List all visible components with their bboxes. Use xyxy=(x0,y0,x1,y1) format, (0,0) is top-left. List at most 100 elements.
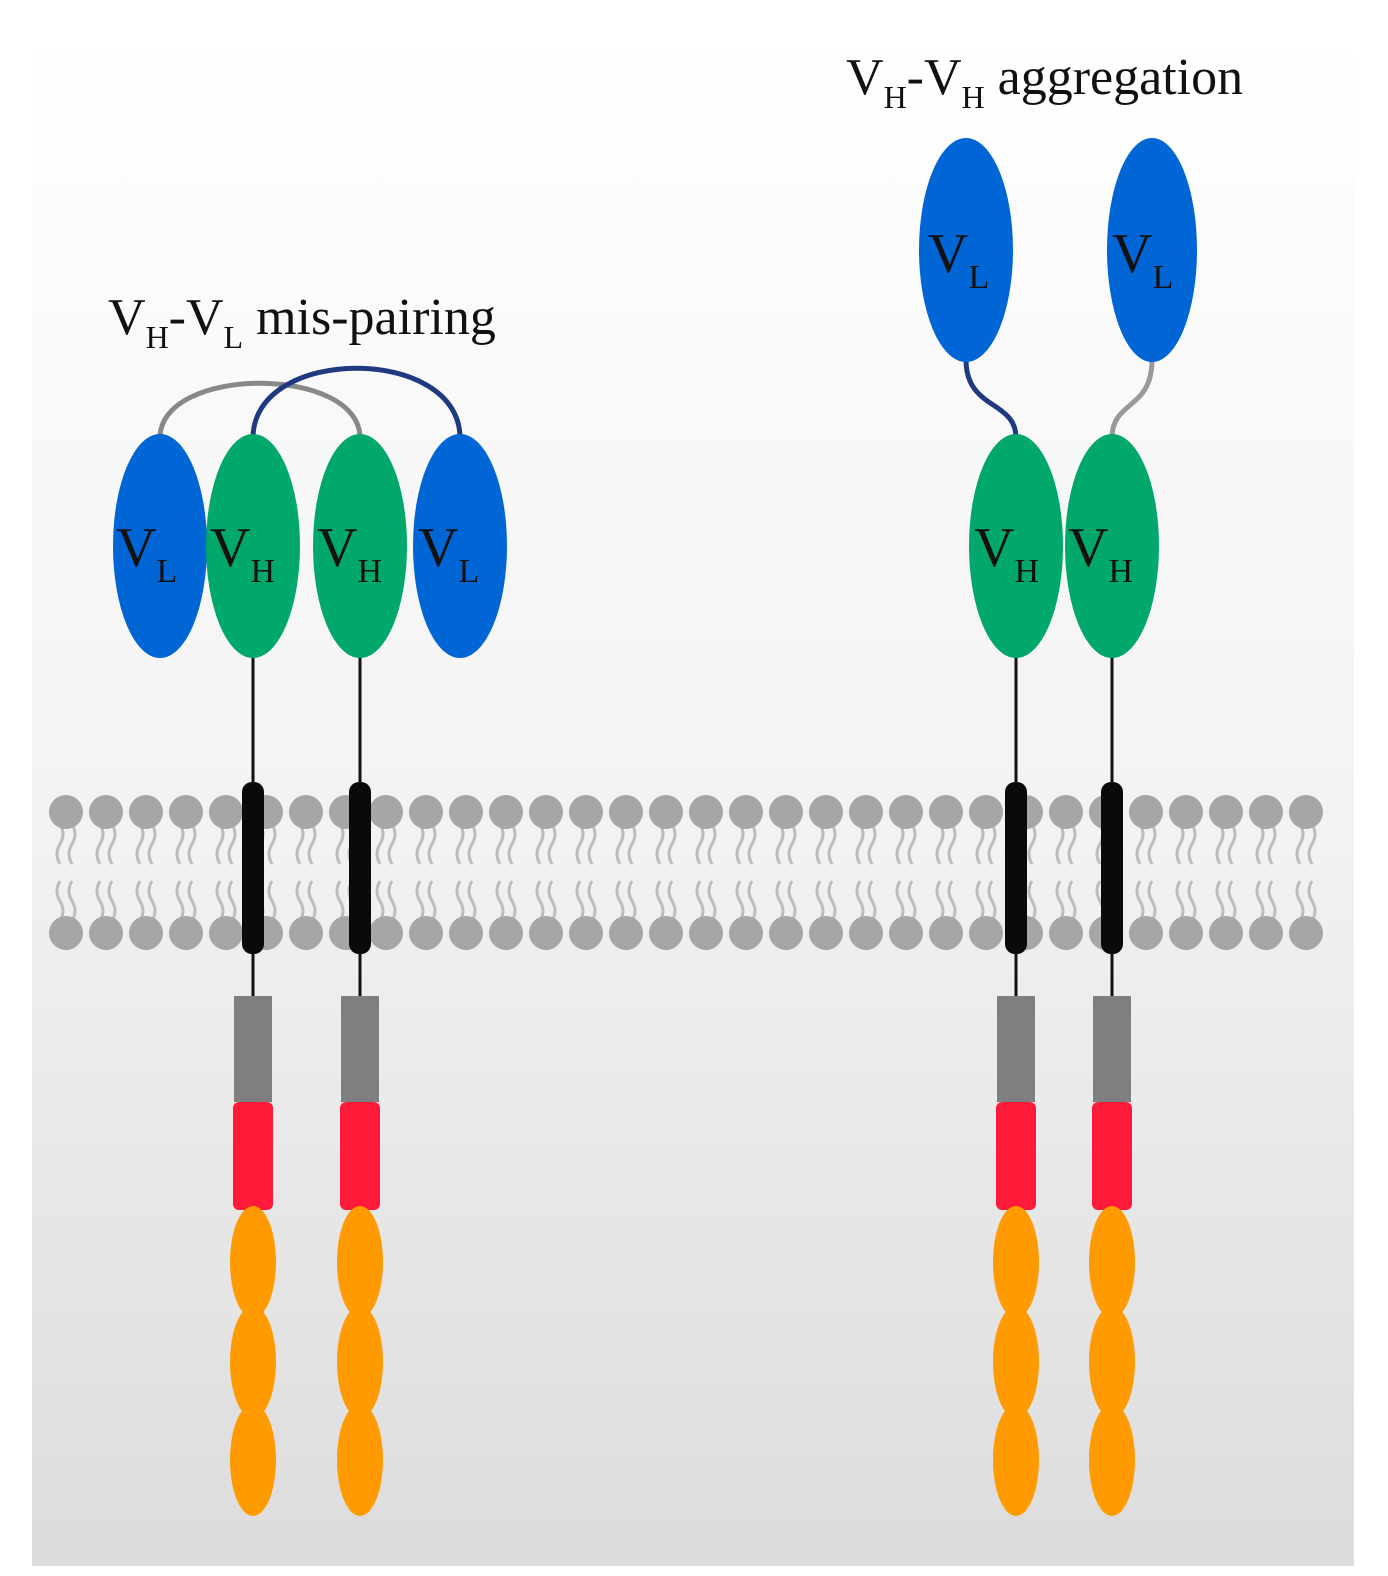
signaling-domain xyxy=(230,1404,276,1516)
lipid-tail xyxy=(947,823,957,865)
lipid-tail xyxy=(1215,880,1225,922)
lipid-head xyxy=(369,795,403,829)
lipid-tail xyxy=(735,823,745,865)
lipid-tail xyxy=(1267,880,1277,922)
lipid-head xyxy=(169,795,203,829)
lipid-tail xyxy=(295,823,305,865)
lipid-tail xyxy=(787,880,797,922)
lipid-head xyxy=(929,916,963,950)
lipid-tail xyxy=(267,823,277,865)
lipid-tail xyxy=(427,823,437,865)
signaling-domain xyxy=(230,1206,276,1318)
lipid-tail xyxy=(707,880,717,922)
transmembrane-domain xyxy=(1005,782,1027,954)
lipid-tail xyxy=(895,880,905,922)
lipid-tail xyxy=(1215,823,1225,865)
intracellular-hinge xyxy=(1093,996,1131,1102)
lipid-head xyxy=(1169,795,1203,829)
lipid-tail xyxy=(507,823,517,865)
lipid-tail xyxy=(987,823,997,865)
lipid-head xyxy=(129,916,163,950)
lipid-head xyxy=(449,795,483,829)
lipid-head xyxy=(809,916,843,950)
lipid-tail xyxy=(695,823,705,865)
lipid-tail xyxy=(547,823,557,865)
lipid-tail xyxy=(855,823,865,865)
lipid-tail xyxy=(187,880,197,922)
left-construct-domains: VL VH VH VL xyxy=(113,434,507,658)
lipid-tail xyxy=(655,880,665,922)
lipid-tail xyxy=(507,880,517,922)
lipid-head xyxy=(769,795,803,829)
lipid-tail xyxy=(175,880,185,922)
transmembrane-domain xyxy=(242,782,264,954)
lipid-tail xyxy=(575,823,585,865)
vh-domain xyxy=(206,434,300,658)
lipid-tail xyxy=(1055,823,1065,865)
lipid-head xyxy=(849,916,883,950)
lipid-tail xyxy=(95,823,105,865)
vl-domain-label: VL xyxy=(928,223,989,296)
costimulatory-domain xyxy=(1092,1102,1132,1210)
lipid-head xyxy=(169,916,203,950)
transmembrane-domain xyxy=(349,782,371,954)
linker-vh1-vl2 xyxy=(250,365,463,439)
lipid-tail xyxy=(587,823,597,865)
lipid-tail xyxy=(655,823,665,865)
lipid-tail xyxy=(495,823,505,865)
lipid-tail xyxy=(495,880,505,922)
lipid-tail xyxy=(547,880,557,922)
vl-domain xyxy=(413,434,507,658)
lipid-tail xyxy=(935,880,945,922)
vh-domain-label: VH xyxy=(210,517,275,590)
lipid-tail xyxy=(267,880,277,922)
lipid-head xyxy=(889,795,923,829)
lipid-tail xyxy=(907,880,917,922)
lipid-tail xyxy=(695,880,705,922)
lipid-head xyxy=(649,795,683,829)
lipid-tail xyxy=(107,823,117,865)
lipid-tail xyxy=(787,823,797,865)
lipid-head xyxy=(969,795,1003,829)
lipid-head xyxy=(569,916,603,950)
lipid-tail xyxy=(415,880,425,922)
lipid-head xyxy=(889,916,923,950)
lipid-head xyxy=(569,795,603,829)
signaling-domain xyxy=(993,1404,1039,1516)
intracellular-hinge xyxy=(341,996,379,1102)
lipid-head xyxy=(729,916,763,950)
lipid-head xyxy=(209,795,243,829)
lipid-tail xyxy=(227,880,237,922)
lipid-tail xyxy=(827,880,837,922)
lipid-head xyxy=(409,916,443,950)
vh-domain-label: VH xyxy=(317,517,382,590)
lipid-head xyxy=(1049,916,1083,950)
right-construct-domains: VL VL VH VH xyxy=(919,138,1197,658)
lipid-tail xyxy=(1187,823,1197,865)
lipid-tail xyxy=(175,823,185,865)
lipid-tail xyxy=(335,823,345,865)
lipid-tail xyxy=(627,880,637,922)
lipid-head xyxy=(769,916,803,950)
lipid-head xyxy=(529,916,563,950)
intracellular-hinge xyxy=(234,996,272,1102)
vl-domain-label: VL xyxy=(418,517,479,590)
lipid-tail xyxy=(215,880,225,922)
vl-domain xyxy=(919,138,1013,362)
lipid-tail xyxy=(975,823,985,865)
lipid-tail xyxy=(1187,880,1197,922)
lipid-tail xyxy=(1255,823,1265,865)
costimulatory-domain xyxy=(233,1102,273,1210)
lipid-head xyxy=(289,795,323,829)
lipid-tail xyxy=(747,823,757,865)
lipid-tail xyxy=(415,823,425,865)
lipid-tail xyxy=(387,823,397,865)
lipid-head xyxy=(1289,795,1323,829)
lipid-tail xyxy=(135,880,145,922)
lipid-tail xyxy=(535,823,545,865)
lipid-tail xyxy=(1135,880,1145,922)
signaling-domain xyxy=(337,1306,383,1418)
vh-domain xyxy=(1065,434,1159,658)
signaling-domain xyxy=(993,1206,1039,1318)
